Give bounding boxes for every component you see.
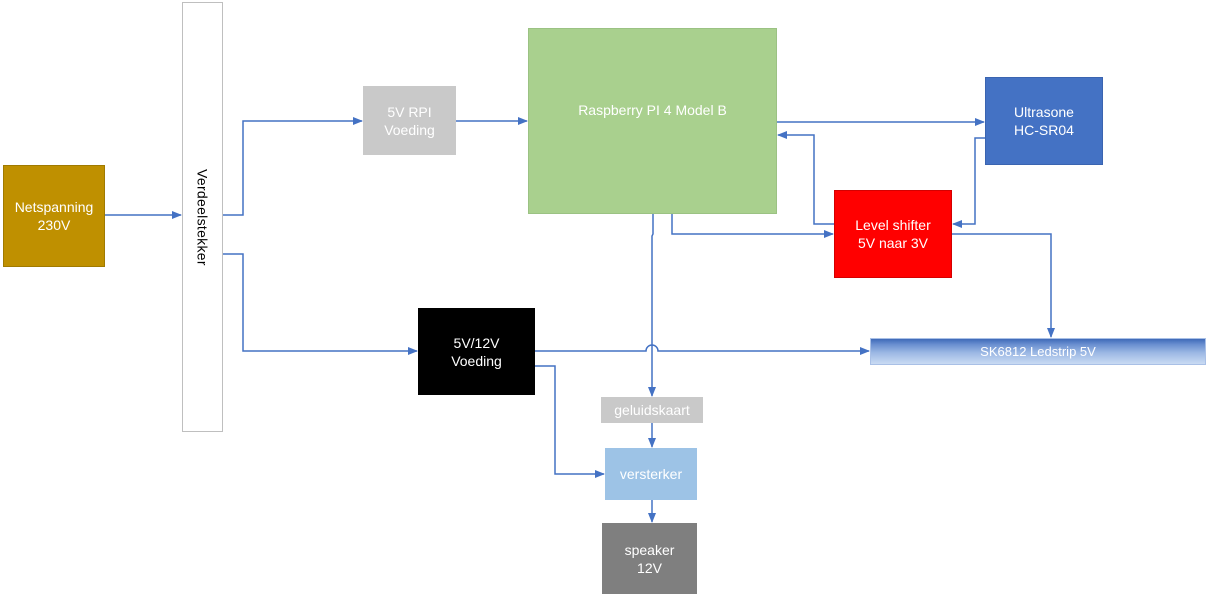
versterker-label: versterker (619, 466, 683, 482)
geluidskaart-label: geluidskaart (614, 402, 690, 418)
wire-level-shifter-to-ledstrip (952, 233, 1055, 338)
level-shifter-label-line2: 5V naar 3V (857, 235, 929, 251)
wire-verdeelstekker-to-rpi-voeding (223, 117, 363, 216)
level-shifter-label-line1: Level shifter (855, 217, 931, 233)
ultrasone-sensor-block: Ultrasone HC-SR04 (985, 77, 1103, 165)
netspanning-label-line2: 230V (37, 217, 71, 233)
psu-block: 5V/12V Voeding (418, 308, 535, 395)
netspanning-block: Netspanning 230V (3, 165, 105, 267)
wire-level-shifter-to-raspberry (777, 131, 834, 225)
psu-label-line1: 5V/12V (453, 334, 500, 351)
ledstrip-block: SK6812 Ledstrip 5V (870, 338, 1206, 365)
speaker-label-line1: speaker (624, 541, 675, 558)
versterker-block: versterker (605, 448, 697, 500)
verdeelstekker-label: Verdeelstekker (194, 168, 211, 266)
wire-psu-to-versterker (535, 365, 605, 478)
rpi-voeding-label-line2: Voeding (384, 121, 435, 138)
level-shifter-block: Level shifter 5V naar 3V (834, 190, 952, 278)
ledstrip-label: SK6812 Ledstrip 5V (980, 343, 1096, 359)
netspanning-label-line1: Netspanning (14, 199, 94, 215)
wire-psu-to-ledstrip (535, 344, 870, 355)
rpi-voeding-label-line1: 5V RPI (387, 103, 432, 120)
speaker-label-line2: 12V (637, 559, 662, 576)
psu-label-line2: Voeding (451, 352, 502, 369)
raspberry-pi-label: Raspberry PI 4 Model B (578, 102, 727, 118)
rpi-voeding-block: 5V RPI Voeding (363, 86, 456, 155)
speaker-block: speaker 12V (602, 523, 697, 594)
wire-verdeelstekker-to-psu (223, 253, 418, 355)
ultrasone-label-line2: HC-SR04 (1014, 122, 1074, 138)
ultrasone-label-line1: Ultrasone (1014, 104, 1074, 120)
verdeelstekker-block: Verdeelstekker (182, 2, 223, 432)
raspberry-pi-block: Raspberry PI 4 Model B (528, 28, 777, 214)
wire-raspberry-to-level-shifter (671, 214, 834, 238)
geluidskaart-block: geluidskaart (601, 397, 703, 423)
wire-raspberry-to-geluidskaart (648, 214, 656, 397)
wire-ultrasone-to-level-shifter (952, 137, 985, 228)
